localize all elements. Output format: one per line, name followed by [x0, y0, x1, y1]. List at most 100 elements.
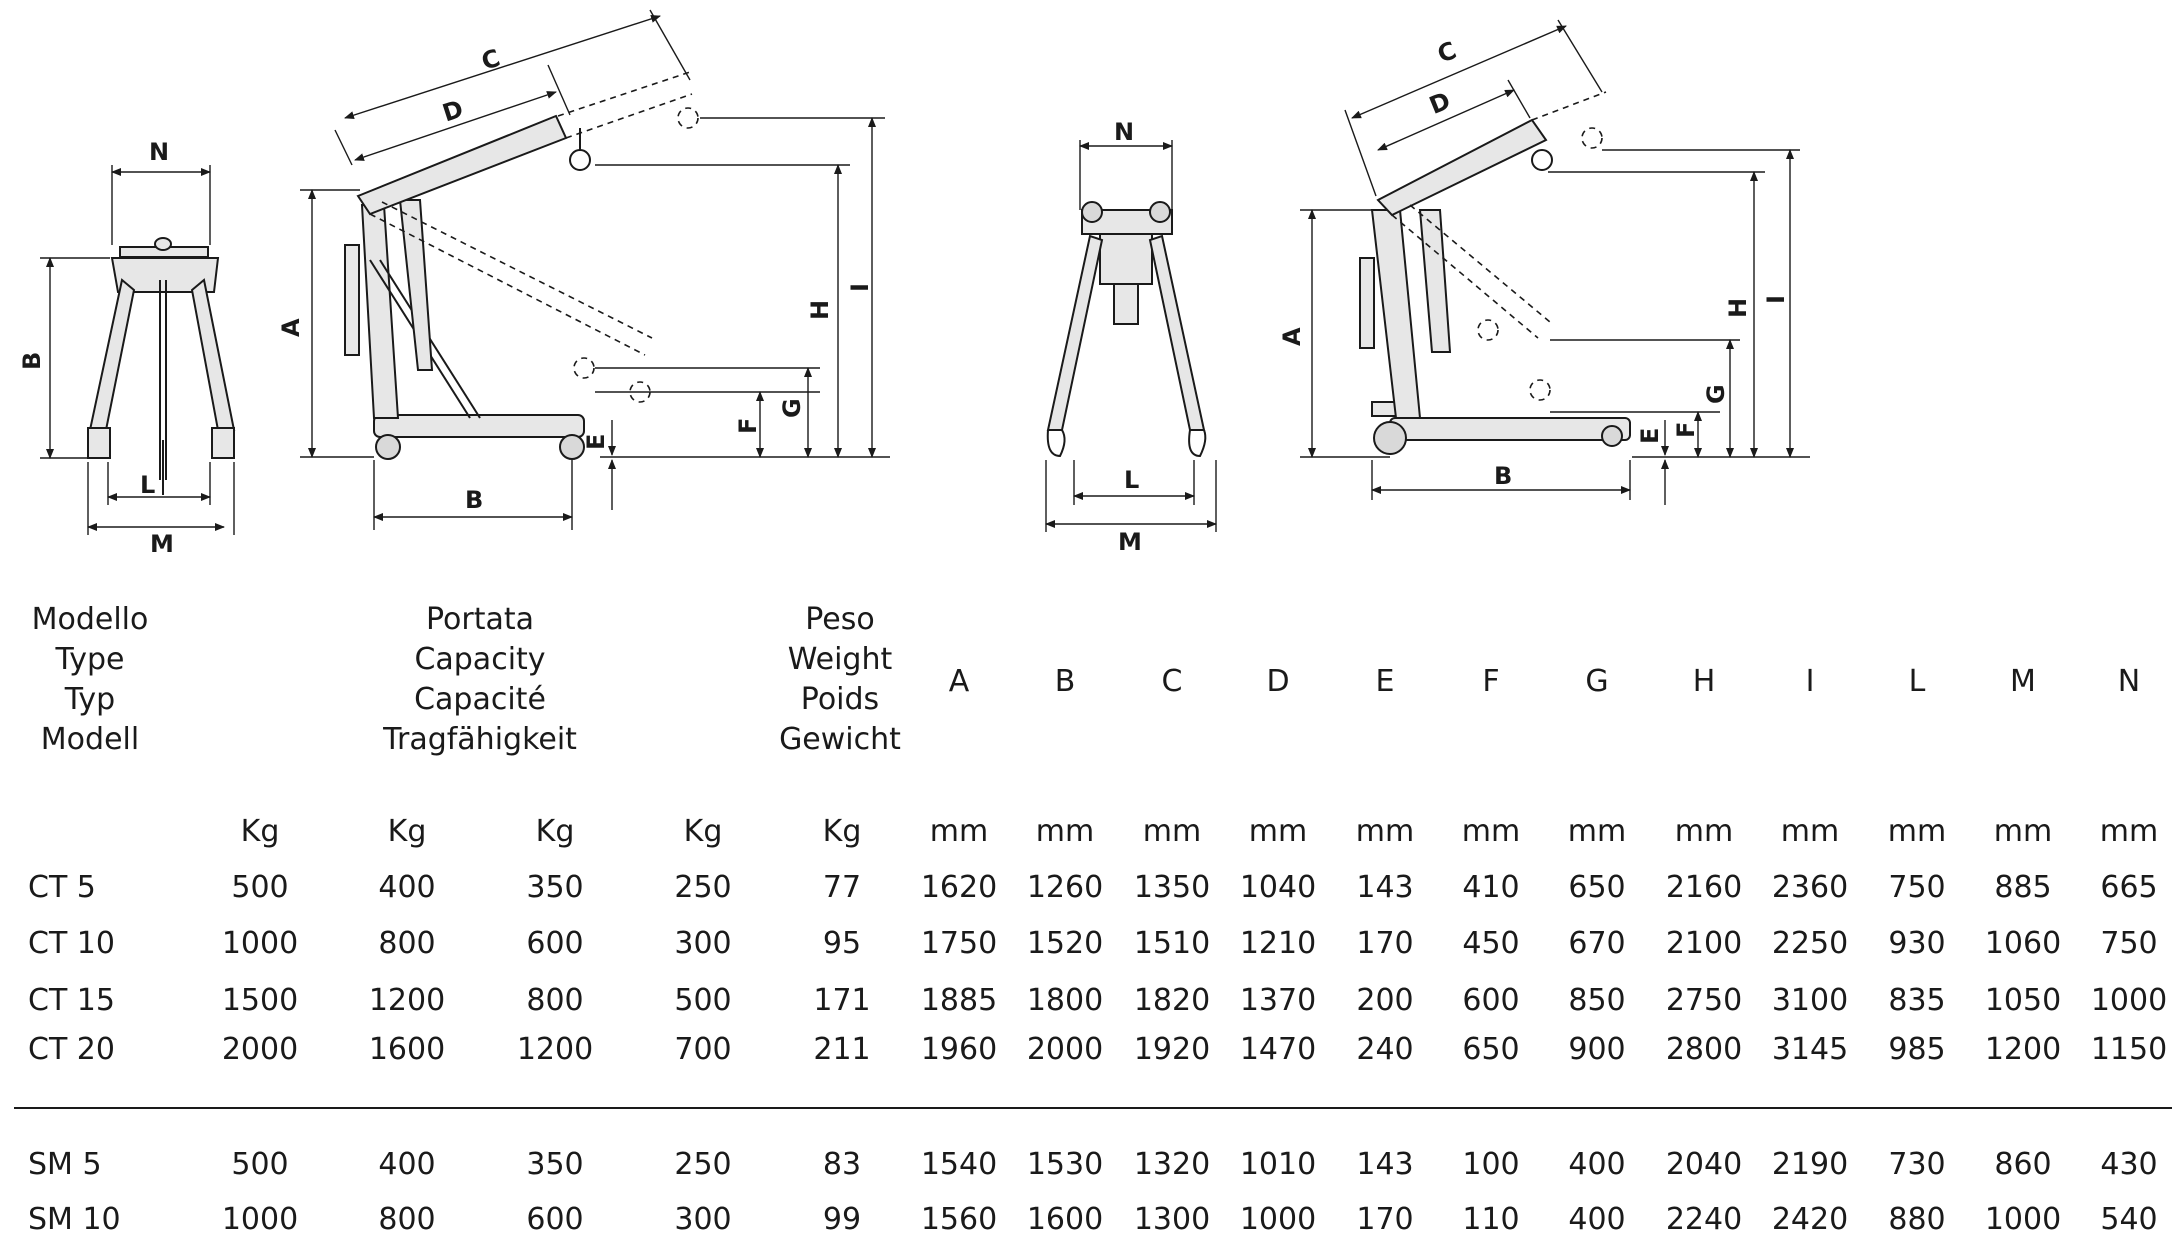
table-cell: 540: [2100, 1202, 2158, 1237]
unit-label: mm: [2099, 814, 2159, 849]
table-cell: 83: [822, 1147, 862, 1182]
table-cell: 170: [1356, 926, 1414, 961]
table-cell: 800: [526, 983, 584, 1018]
dim-header-f: F: [1482, 664, 1500, 699]
table-cell: 1320: [1133, 1147, 1211, 1182]
sm-front-view: N L M: [1045, 118, 1217, 556]
model-name: SM 10: [28, 1202, 121, 1237]
table-cell: 600: [1462, 983, 1520, 1018]
label-d-4: D: [1425, 87, 1454, 120]
table-cell: 3145: [1771, 1032, 1849, 1067]
table-cell: 1520: [1026, 926, 1104, 961]
model-name: CT 10: [28, 926, 115, 961]
label-g-4: G: [1702, 384, 1730, 404]
table-cell: 1750: [920, 926, 998, 961]
label-e-2: E: [582, 434, 610, 450]
unit-label: Kg: [387, 814, 427, 849]
table-cell: 500: [231, 1147, 289, 1182]
table-cell: 900: [1568, 1032, 1626, 1067]
table-cell: 1200: [1984, 1032, 2062, 1067]
table-cell: 400: [1568, 1202, 1626, 1237]
table-cell: 1370: [1239, 983, 1317, 1018]
dim-header-e: E: [1375, 664, 1395, 699]
sm-side-view: A B C D E F G H I: [1278, 19, 1810, 505]
header-weight-de: Gewicht: [779, 722, 901, 757]
table-cell: 1010: [1239, 1147, 1317, 1182]
table-cell: 880: [1888, 1202, 1946, 1237]
table-cell: 1540: [920, 1147, 998, 1182]
header-capacity-it: Portata: [425, 602, 534, 637]
table-cell: 211: [813, 1032, 871, 1067]
label-l-3: L: [1124, 466, 1139, 494]
unit-label: Kg: [683, 814, 723, 849]
table-cell: 2750: [1665, 983, 1743, 1018]
table-cell: 1260: [1026, 870, 1104, 905]
header-capacity-de: Tragfähigkeit: [383, 722, 577, 757]
table-cell: 2420: [1771, 1202, 1849, 1237]
table-cell: 1300: [1133, 1202, 1211, 1237]
table-cell: 800: [378, 1202, 436, 1237]
crane-dimension-diagrams: N B L M: [18, 9, 1810, 558]
label-n-3: N: [1114, 118, 1134, 146]
header-weight-fr: Poids: [800, 682, 880, 717]
table-cell: 600: [526, 1202, 584, 1237]
ct-front-view: N B L M: [18, 138, 236, 558]
header-model-fr: Typ: [64, 682, 116, 717]
table-cell: 240: [1356, 1032, 1414, 1067]
table-cell: 1200: [516, 1032, 594, 1067]
table-cell: 2190: [1771, 1147, 1849, 1182]
table-cell: 1500: [221, 983, 299, 1018]
table-cell: 170: [1356, 1202, 1414, 1237]
label-e-4: E: [1636, 428, 1664, 444]
unit-label: mm: [1993, 814, 2053, 849]
header-model-de: Modell: [40, 722, 140, 757]
model-name: SM 5: [28, 1147, 102, 1182]
unit-label: Kg: [240, 814, 280, 849]
header-capacity-en: Capacity: [414, 642, 546, 677]
label-h-2: H: [806, 300, 834, 320]
unit-label: mm: [1674, 814, 1734, 849]
table-cell: 250: [674, 1147, 732, 1182]
label-l-1: L: [140, 471, 155, 499]
dim-header-n: N: [2117, 664, 2141, 699]
unit-label: mm: [1461, 814, 1521, 849]
label-f-4: F: [1672, 422, 1700, 438]
table-cell: 2160: [1665, 870, 1743, 905]
table-cell: 3100: [1771, 983, 1849, 1018]
label-c-4: C: [1433, 36, 1460, 69]
label-m-3: M: [1118, 528, 1142, 556]
table-cell: 1350: [1133, 870, 1211, 905]
dim-header-i: I: [1805, 664, 1815, 699]
unit-label: mm: [1780, 814, 1840, 849]
table-cell: 1510: [1133, 926, 1211, 961]
table-cell: 300: [674, 926, 732, 961]
unit-label: mm: [929, 814, 989, 849]
table-cell: 930: [1888, 926, 1946, 961]
unit-label: mm: [1248, 814, 1308, 849]
table-cell: 670: [1568, 926, 1626, 961]
label-a-4: A: [1278, 327, 1306, 346]
table-cell: 1820: [1133, 983, 1211, 1018]
header-model-en: Type: [55, 642, 125, 677]
table-cell: 650: [1568, 870, 1626, 905]
table-cell: 2240: [1665, 1202, 1743, 1237]
model-name: CT 15: [28, 983, 115, 1018]
table-cell: 750: [2100, 926, 2158, 961]
table-cell: 850: [1568, 983, 1626, 1018]
label-i-4: I: [1762, 295, 1790, 304]
table-cell: 2360: [1771, 870, 1849, 905]
dim-header-l: L: [1908, 664, 1926, 699]
label-i-2: I: [846, 283, 874, 292]
table-cell: 1000: [1984, 1202, 2062, 1237]
table-cell: 450: [1462, 926, 1520, 961]
table-cell: 1000: [1239, 1202, 1317, 1237]
table-cell: 1060: [1984, 926, 2062, 961]
table-cell: 2100: [1665, 926, 1743, 961]
label-h-4: H: [1724, 298, 1752, 318]
header-weight: Peso Weight Poids Gewicht: [760, 600, 920, 760]
table-cell: 500: [674, 983, 732, 1018]
table-cell: 143: [1356, 1147, 1414, 1182]
label-b-4: B: [1494, 462, 1512, 490]
dim-header-a: A: [948, 664, 970, 699]
table-cell: 885: [1994, 870, 2052, 905]
